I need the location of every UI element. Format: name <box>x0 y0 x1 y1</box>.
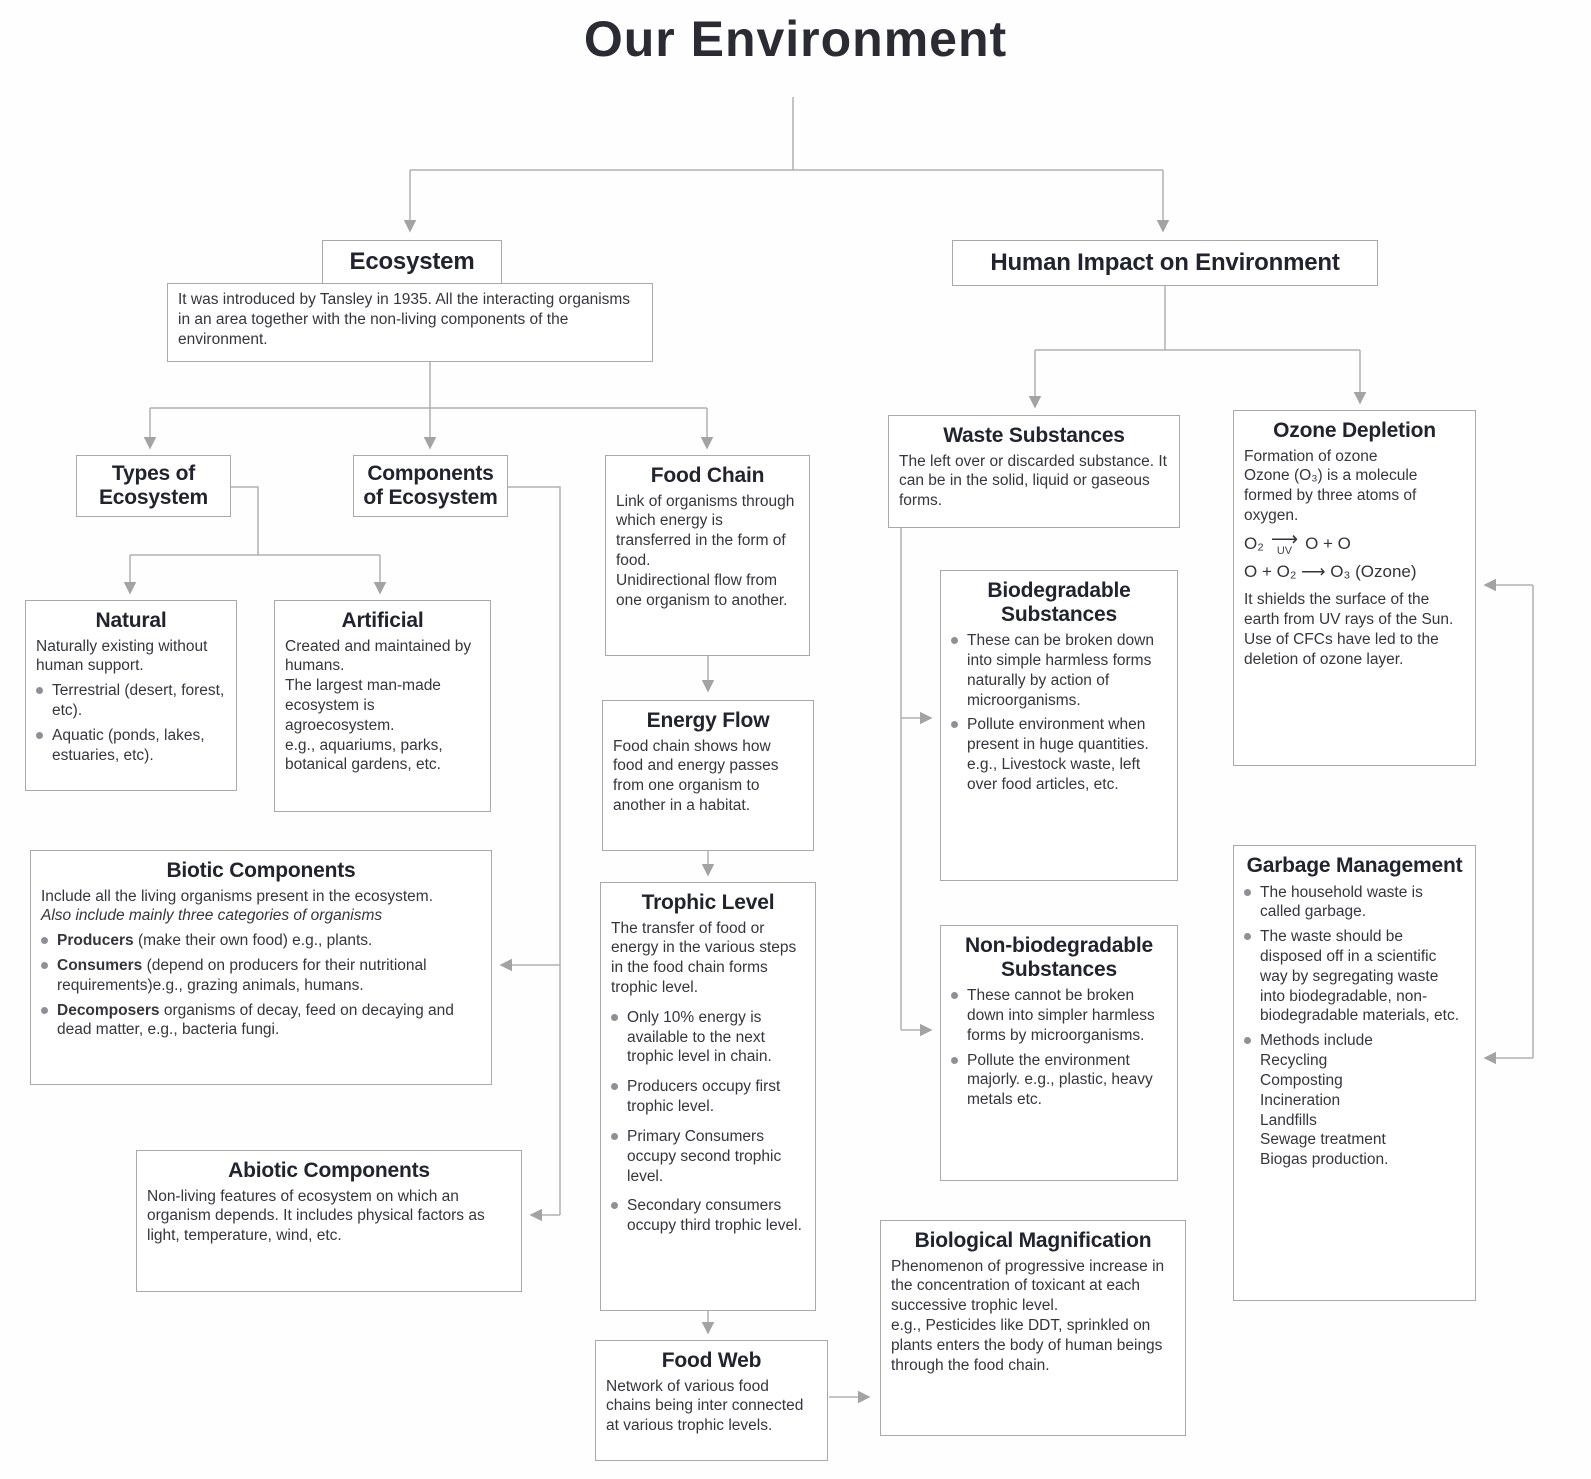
list-item: Producers occupy first trophic level. <box>611 1077 805 1117</box>
energy-flow-description: Food chain shows how food and energy pas… <box>613 737 779 814</box>
bullet-dot <box>41 937 48 945</box>
natural-description: Naturally existing without human support… <box>36 637 208 675</box>
garbage-management-title: Garbage Management <box>1246 854 1463 877</box>
biological-magnification-description: Phenomenon of progressive increase in th… <box>891 1257 1165 1374</box>
list-item: Decomposers organisms of decay, feed on … <box>41 1001 481 1041</box>
types-of-ecosystem-title: Types of Ecosystem <box>98 462 209 509</box>
ecosystem-title: Ecosystem <box>349 247 475 275</box>
ecosystem-node: Ecosystem <box>322 240 502 284</box>
bullet-dot <box>951 992 958 1000</box>
energy-flow-title: Energy Flow <box>646 709 770 732</box>
bullet-dot <box>611 1013 618 1021</box>
bullet-dot <box>611 1083 618 1091</box>
abiotic-components-node: Abiotic Components Non-living features o… <box>136 1150 522 1292</box>
uv-arrow: ⟶ UV <box>1270 528 1299 558</box>
types-of-ecosystem-node: Types of Ecosystem <box>76 455 231 517</box>
biotic-components-node: Biotic Components Include all the living… <box>30 850 492 1085</box>
non-biodegradable-substances-title: Non-biodegradable Substances <box>965 934 1153 981</box>
list-item: These can be broken down into simple har… <box>951 631 1167 710</box>
garbage-management-node: Garbage Management The household waste i… <box>1233 845 1476 1301</box>
connector-components-stem <box>508 486 561 1215</box>
bullet-dot <box>951 721 958 729</box>
bullet-dot <box>1244 1037 1251 1045</box>
list-item: The waste should be disposed off in a sc… <box>1244 927 1465 1026</box>
ecosystem-description-node: It was introduced by Tansley in 1935. Al… <box>167 283 653 362</box>
energy-flow-node: Energy Flow Food chain shows how food an… <box>602 700 814 851</box>
abiotic-description: Non-living features of ecosystem on whic… <box>147 1187 485 1245</box>
food-chain-description: Link of organisms through which energy i… <box>616 492 795 609</box>
list-item: Pollute the environment majorly. e.g., p… <box>951 1051 1167 1110</box>
bullet-dot <box>611 1202 618 1210</box>
ozone-outro: It shields the surface of the earth from… <box>1244 591 1454 668</box>
biotic-line1: Include all the living organisms present… <box>41 887 434 905</box>
ozone-depletion-title: Ozone Depletion <box>1273 419 1436 442</box>
bullet-dot <box>951 1056 958 1064</box>
list-item: The household waste is called garbage. <box>1244 883 1465 923</box>
bullet-dot <box>41 1006 48 1014</box>
bullet-dot <box>36 731 43 739</box>
artificial-description: Created and maintained by humans. The la… <box>285 637 472 774</box>
natural-title: Natural <box>95 609 167 632</box>
ozone-intro: Formation of ozone Ozone (O₃) is a molec… <box>1244 447 1418 524</box>
ozone-formula-1: O₂ ⟶ UV O + O <box>1244 528 1351 558</box>
bullet-dot <box>41 962 48 969</box>
biotic-line2: Also include mainly three categories of … <box>41 907 383 925</box>
components-of-ecosystem-title: Components of Ecosystem <box>363 462 498 509</box>
human-impact-title: Human Impact on Environment <box>990 248 1340 276</box>
trophic-level-description: The transfer of food or energy in the va… <box>611 919 797 996</box>
biodegradable-substances-node: Biodegradable Substances These can be br… <box>940 570 1178 881</box>
connector-types-stem <box>231 486 259 555</box>
artificial-title: Artificial <box>341 609 424 632</box>
components-of-ecosystem-node: Components of Ecosystem <box>353 455 508 517</box>
list-item: Pollute environment when present in huge… <box>951 715 1167 794</box>
abiotic-components-title: Abiotic Components <box>228 1159 430 1182</box>
ecosystem-description: It was introduced by Tansley in 1935. Al… <box>178 291 631 348</box>
food-web-description: Network of various food chains being int… <box>606 1377 804 1435</box>
trophic-level-node: Trophic Level The transfer of food or en… <box>600 882 816 1311</box>
human-impact-node: Human Impact on Environment <box>952 240 1378 286</box>
list-item: Terrestrial (desert, forest, etc). <box>36 681 226 721</box>
food-chain-node: Food Chain Link of organisms through whi… <box>605 455 810 656</box>
biotic-components-title: Biotic Components <box>166 859 356 882</box>
waste-substances-description: The left over or discarded substance. It… <box>899 452 1167 510</box>
list-item: Primary Consumers occupy second trophic … <box>611 1127 805 1186</box>
food-chain-title: Food Chain <box>650 464 765 487</box>
biological-magnification-node: Biological Magnification Phenomenon of p… <box>880 1220 1186 1436</box>
page-title: Our Environment <box>583 11 1008 67</box>
bullet-dot <box>611 1132 618 1140</box>
ozone-depletion-node: Ozone Depletion Formation of ozone Ozone… <box>1233 410 1476 766</box>
non-biodegradable-substances-node: Non-biodegradable Substances These canno… <box>940 925 1178 1181</box>
list-item: Secondary consumers occupy third trophic… <box>611 1196 805 1236</box>
trophic-level-title: Trophic Level <box>641 891 775 914</box>
ozone-formula-2: O + O₂ ⟶ O₃ (Ozone) <box>1244 562 1417 582</box>
bullet-dot <box>1244 933 1251 941</box>
list-item: Aquatic (ponds, lakes, estuaries, etc). <box>36 726 226 766</box>
natural-node: Natural Naturally existing without human… <box>25 600 237 791</box>
biological-magnification-title: Biological Magnification <box>914 1229 1152 1252</box>
list-item: Consumers (depend on producers for their… <box>41 956 481 996</box>
food-web-title: Food Web <box>661 1349 762 1372</box>
waste-substances-node: Waste Substances The left over or discar… <box>888 415 1180 528</box>
food-web-node: Food Web Network of various food chains … <box>595 1340 828 1461</box>
list-item: These cannot be broken down into simpler… <box>951 986 1167 1045</box>
list-item: Methods include Recycling Composting Inc… <box>1244 1031 1465 1170</box>
biodegradable-substances-title: Biodegradable Substances <box>987 579 1131 626</box>
list-item: Producers (make their own food) e.g., pl… <box>41 931 481 951</box>
list-item: Only 10% energy is available to the next… <box>611 1008 805 1067</box>
waste-substances-title: Waste Substances <box>943 424 1125 447</box>
bullet-dot <box>36 687 43 695</box>
bullet-dot <box>1244 888 1251 896</box>
artificial-node: Artificial Created and maintained by hum… <box>274 600 491 812</box>
bullet-dot <box>951 637 958 645</box>
